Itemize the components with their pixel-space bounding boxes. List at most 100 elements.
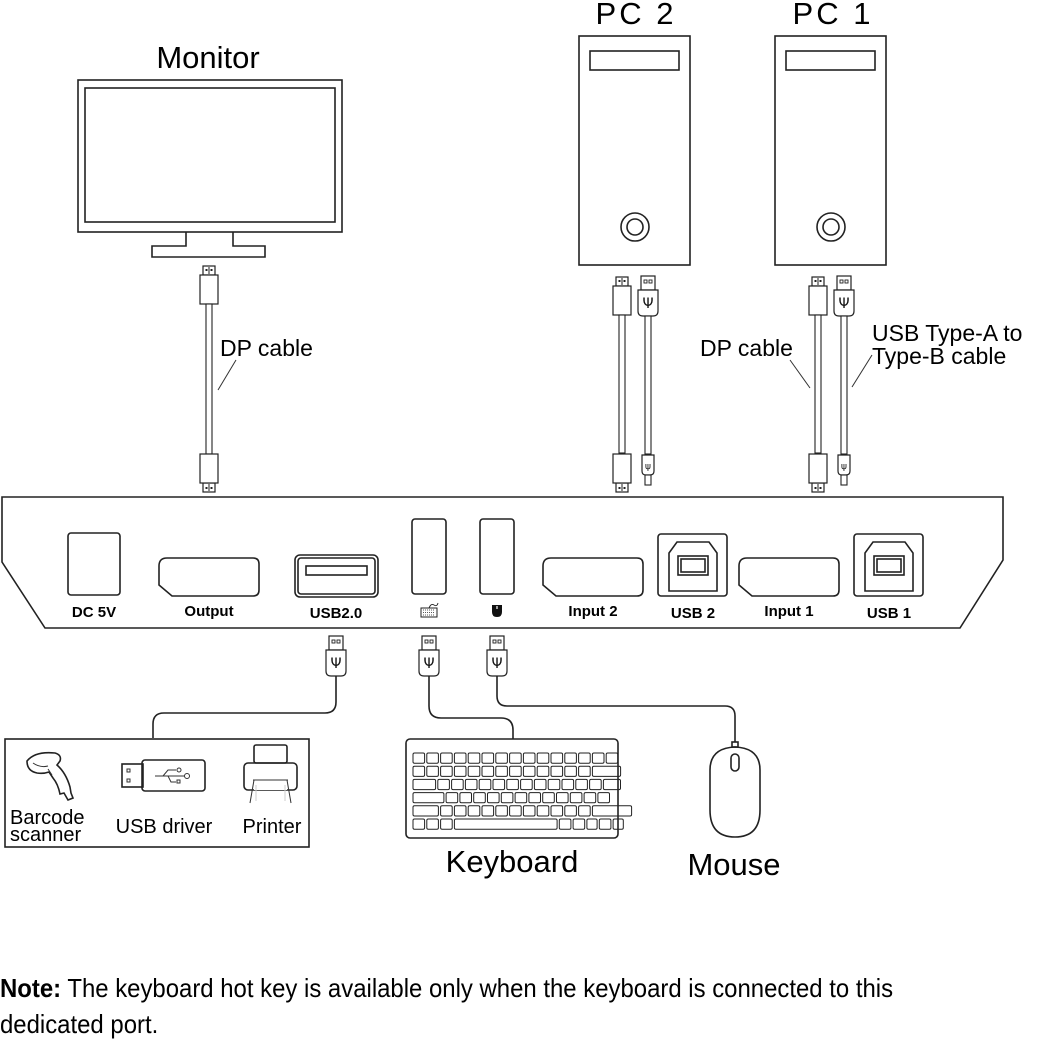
pc2-tower-icon	[578, 35, 691, 266]
keyboard-key	[591, 805, 633, 817]
keyboard-key	[547, 778, 561, 791]
keyboard-key	[440, 818, 453, 830]
keyboard-key	[578, 765, 591, 777]
keyboard-key	[459, 792, 472, 804]
monitor-dp-cable	[199, 265, 219, 493]
keyboard-label: Keyboard	[446, 844, 579, 879]
usb-1-type-b-port	[853, 533, 924, 597]
mouse-device-icon	[709, 741, 761, 838]
keyboard-key	[464, 778, 478, 791]
usb-peripherals-box	[4, 738, 310, 848]
keyboard-key	[481, 805, 495, 817]
pc1-usb-cable-leader	[851, 354, 873, 388]
keyboard-key	[467, 805, 481, 817]
keyboard-key	[426, 765, 439, 777]
kvm-switch-back-panel	[1, 496, 1004, 629]
pc1-tower-icon	[774, 35, 887, 266]
keyboard-key	[536, 765, 550, 777]
keyboard-key	[528, 792, 542, 804]
keyboard-key	[536, 805, 550, 817]
monitor-label: Monitor	[156, 40, 259, 75]
keyboard-key	[589, 778, 602, 791]
barcode-scanner-icon	[26, 751, 75, 802]
keyboard-key	[575, 778, 588, 791]
usb2-port-label: USB2.0	[310, 605, 363, 622]
monitor-dp-cable-label: DP cable	[220, 335, 313, 361]
keyboard-key	[412, 752, 426, 764]
printer-icon	[243, 744, 298, 804]
keyboard-key	[445, 792, 459, 804]
keyboard-key	[426, 818, 439, 830]
keyboard-key	[520, 778, 533, 791]
input-1-displayport	[738, 557, 840, 597]
keyboard-key	[453, 752, 467, 764]
keyboard-key	[451, 778, 464, 791]
keyboard-key	[578, 805, 591, 817]
keyboard-key	[536, 752, 550, 764]
keyboard-key	[487, 792, 500, 804]
keyboard-key	[412, 792, 445, 804]
dp-cable-leader	[217, 359, 237, 391]
keyboard-key	[453, 818, 558, 830]
keyboard-key	[550, 805, 564, 817]
mouse-icon	[492, 605, 502, 617]
keyboard-key	[495, 752, 508, 764]
keyboard-key	[412, 765, 426, 777]
input-2-label: Input 2	[568, 603, 617, 620]
usb-2-label: USB 2	[671, 605, 715, 622]
keyboard-key	[550, 752, 564, 764]
pc2-usb-cable	[637, 275, 659, 486]
keyboard-key	[426, 752, 439, 764]
output-port-label: Output	[184, 603, 233, 620]
keyboard-key	[591, 765, 622, 777]
usb-driver-label: USB driver	[116, 816, 213, 838]
keyboard-key	[564, 805, 577, 817]
mouse-port	[479, 518, 515, 595]
keyboard-key	[597, 792, 611, 804]
pc1-usb-cable-label-line1: USB Type-A to	[872, 320, 1022, 346]
usb-2-type-b-port	[657, 533, 728, 597]
keyboard-key	[578, 752, 591, 764]
keyboard-key	[467, 752, 481, 764]
pc2-dp-cable	[612, 276, 632, 493]
usb-1-label: USB 1	[867, 605, 911, 622]
keyboard-cable	[418, 635, 514, 739]
keyboard-key	[509, 765, 522, 777]
input-2-displayport	[542, 557, 644, 597]
keyboard-key	[440, 765, 453, 777]
keyboard-key	[495, 805, 508, 817]
keyboard-key	[481, 765, 495, 777]
monitor-icon	[77, 79, 343, 258]
keyboard-key	[564, 765, 577, 777]
keyboard-key	[506, 778, 519, 791]
keyboard-key	[453, 805, 467, 817]
keyboard-port	[411, 518, 447, 595]
note-prefix: Note:	[0, 973, 62, 1003]
mouse-cable	[486, 635, 736, 742]
keyboard-key	[492, 778, 506, 791]
pc1-usb-cable-label-line2: Type-B cable	[872, 343, 1006, 369]
keyboard-key	[440, 752, 453, 764]
keyboard-key	[437, 778, 450, 791]
pc1-dp-cable-leader	[789, 359, 811, 389]
keyboard-key	[558, 818, 572, 830]
keyboard-icon	[420, 602, 439, 618]
pc1-dp-cable	[808, 276, 828, 493]
keyboard-key	[412, 818, 426, 830]
pc1-usb-cable	[833, 275, 855, 486]
pc1-label: PC 1	[793, 0, 874, 31]
keyboard-key	[533, 778, 547, 791]
pc2-label: PC 2	[596, 0, 677, 31]
note-text: Note: The keyboard hot key is available …	[0, 970, 954, 1042]
keyboard-key	[556, 792, 569, 804]
keyboard-key	[586, 818, 598, 830]
printer-label: Printer	[243, 816, 302, 838]
keyboard-key	[473, 792, 486, 804]
keyboard-key	[440, 805, 453, 817]
keyboard-key	[522, 765, 536, 777]
keyboard-key	[572, 818, 586, 830]
keyboard-key	[569, 792, 583, 804]
keyboard-key	[591, 752, 605, 764]
keyboard-key	[481, 752, 495, 764]
